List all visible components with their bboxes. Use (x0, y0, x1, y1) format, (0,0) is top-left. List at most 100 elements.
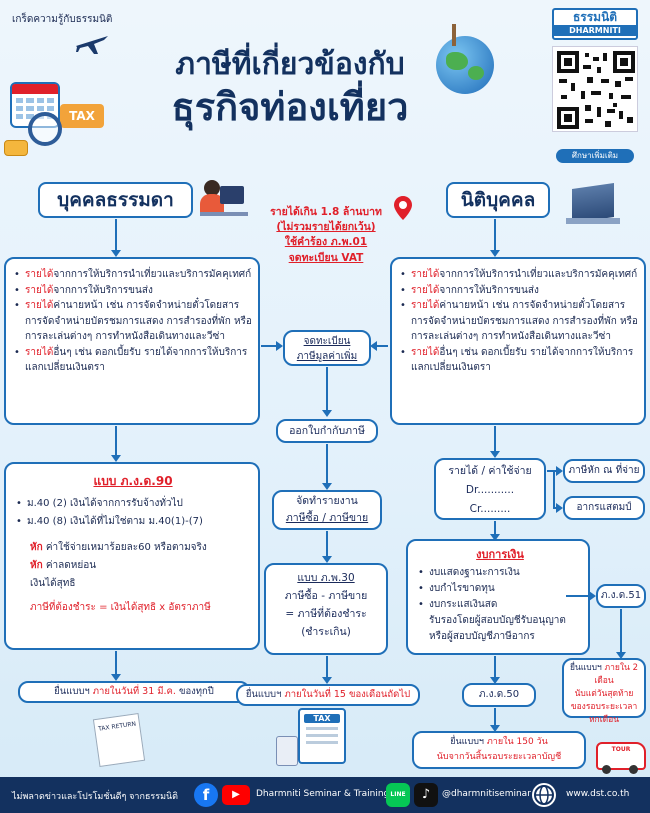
pnd50-deadline-2: นับจากวันสิ้นรอบระยะเวลาบัญชี (436, 752, 562, 762)
income-item: รายได้อื่นๆ เช่น ดอกเบี้ยรับ รายได้จากกา… (14, 345, 252, 376)
pnd50-deadline-box: ยื่นแบบฯ ภายใน 150 วัน นับจากวันสิ้นรอบร… (412, 731, 586, 769)
left-heading: บุคคลธรรมดา (38, 182, 193, 218)
vat-report-box: จัดทำรายงาน ภาษีซื้อ / ภาษีขาย (272, 490, 382, 530)
arrow-right-4 (490, 656, 500, 684)
left-deadline-box: ยื่นแบบฯ ภายในวันที่ 31 มี.ค. ของทุกปี (18, 681, 250, 703)
arrow-pnd51-down (616, 609, 626, 659)
globe-web-icon[interactable] (532, 783, 556, 807)
line-icon[interactable]: LINE (386, 783, 410, 807)
fin-item: งบกระแสเงินสด (418, 597, 582, 613)
office-building-icon (566, 183, 620, 224)
tour-bus-label: TOUR (611, 746, 631, 753)
title-line-1: ภาษีที่เกี่ยวข้องกับ (175, 47, 405, 82)
footer-website[interactable]: www.dst.co.th (566, 789, 630, 799)
ledger-title: รายได้ / ค่าใช้จ่าย (448, 465, 532, 477)
arrow-left-2 (111, 426, 121, 462)
title-line-2: ธุรกิจท่องเที่ยว (171, 84, 409, 129)
tax-formula: ภาษีที่ต้องชำระ = เงินได้สุทธิ x อัตราภา… (30, 602, 211, 613)
pnd90-title: แบบ ภ.ง.ด.90 (93, 474, 173, 488)
qr-caption-button[interactable]: ศึกษาเพิ่มเติม (556, 149, 634, 163)
facebook-icon[interactable]: f (194, 783, 218, 807)
footer-tagline: ไม่พลาดข่าวและโปรโมชั่นดีๆ จากธรรมนิติ (12, 792, 179, 802)
logo-en: DHARMNITI (554, 25, 636, 36)
net-income-line: เงินได้สุทธิ (30, 578, 76, 589)
threshold-line-4: จดทะเบียน VAT (288, 251, 364, 264)
page-title: ภาษีที่เกี่ยวข้องกับ ธุรกิจท่องเที่ยว (130, 46, 450, 131)
fin-note-2: หรือผู้สอบบัญชีภาษีอากร (429, 631, 535, 642)
pnd51-deadline-2: ของรอบระยะเวลา (570, 702, 638, 712)
register-line-2: ภาษีมูลค่าเพิ่ม (296, 351, 358, 362)
tour-bus-icon: TOUR (596, 742, 646, 774)
threshold-line-2: (ไม่รวมรายได้ยกเว้น) (276, 221, 376, 234)
tax-document-icon: TAX (298, 708, 346, 764)
threshold-line-3: ใช้คำร้อง ภ.พ.01 (284, 236, 368, 249)
pp30-line-3: (ชำระเกิน) (301, 626, 351, 638)
stamp-duty-box: อากรแสตมป์ (563, 496, 645, 520)
fin-title: งบการเงิน (476, 548, 524, 561)
arrow-to-pnd51 (566, 591, 596, 601)
pnd90-item: ม.40 (8) เงินได้ที่ไม่ใช่ตาม ม.40(1)-(7) (16, 513, 250, 531)
globe-icon (436, 36, 494, 94)
arrow-right-5 (490, 708, 500, 732)
youtube-icon[interactable]: ▶ (222, 785, 250, 805)
pnd51-deadline-box: ยื่นแบบฯ ภายใน 2 เดือน นับแต่วันสุดท้าย … (562, 658, 646, 725)
arrow-right-1 (490, 219, 500, 257)
arrow-right-to-register (370, 341, 388, 351)
pp30-line-2: = ภาษีที่ต้องชำระ (285, 608, 367, 620)
income-item: รายได้จากการให้บริการนำเที่ยวและบริการมั… (14, 267, 252, 283)
arrow-right-3 (490, 521, 500, 541)
arrow-mid-4 (322, 656, 332, 684)
tiktok-icon[interactable]: ♪ (414, 783, 438, 807)
qr-pattern (557, 51, 635, 129)
pnd51-box: ภ.ง.ด.51 (596, 584, 646, 608)
footer-channel[interactable]: Dharmniti Seminar & Training (256, 789, 390, 799)
right-heading: นิติบุคคล (446, 182, 550, 218)
income-item: รายได้อื่นๆ เช่น ดอกเบี้ยรับ รายได้จากกา… (400, 345, 638, 376)
fin-item: งบแสดงฐานะการเงิน (418, 565, 582, 581)
pnd90-item: ม.40 (2) เงินได้จากการรับจ้างทั่วไป (16, 495, 250, 513)
arrow-mid-2 (322, 444, 332, 490)
fin-items: งบแสดงฐานะการเงินงบกำไรขาดทุนงบกระแสเงิน… (418, 565, 582, 613)
pnd50-box: ภ.ง.ด.50 (462, 683, 536, 707)
fin-note-1: รับรองโดยผู้สอบบัญชีรับอนุญาต (429, 615, 566, 626)
logo-thai: ธรรมนิติ (572, 10, 618, 24)
fin-item: งบกำไรขาดทุน (418, 581, 582, 597)
tax-doc-label: TAX (304, 714, 340, 723)
tax-invoice-box: ออกใบกำกับภาษี (276, 419, 378, 443)
brand-logo: ธรรมนิติ DHARMNITI (552, 8, 638, 40)
vat-register-box: จดทะเบียน ภาษีมูลค่าเพิ่ม (283, 330, 371, 366)
qr-code[interactable] (552, 46, 638, 132)
coins-icon (4, 140, 28, 156)
pp30-line-1: ภาษีซื้อ - ภาษีขาย (284, 590, 368, 602)
pp30-title: แบบ ภ.พ.30 (297, 572, 355, 584)
financial-statements-box: งบการเงิน งบแสดงฐานะการเงินงบกำไรขาดทุนง… (406, 539, 590, 655)
magnifier-icon (28, 112, 62, 146)
register-line-1: จดทะเบียน (303, 336, 351, 347)
tax-return-doc-icon: TAX RETURN (92, 713, 146, 767)
income-item: รายได้จากการให้บริการนำเที่ยวและบริการมั… (400, 267, 638, 283)
kicker: เกร็ดความรู้กับธรรมนิติ (12, 14, 113, 25)
income-item: รายได้ค่านายหน้า เช่น การจัดจำหน่ายตั๋วโ… (400, 298, 638, 345)
right-income-list: รายได้จากการให้บริการนำเที่ยวและบริการมั… (400, 267, 638, 376)
arrow-to-stamp (553, 503, 563, 513)
wht-box: ภาษีหัก ณ ที่จ่าย (563, 459, 645, 483)
arrow-left-1 (111, 219, 121, 257)
ledger-dr: Dr........... (465, 484, 515, 496)
footer-handle[interactable]: @dharmnitiseminar (442, 789, 531, 799)
report-line-1: จัดทำรายงาน (296, 495, 358, 507)
left-income-box: รายได้จากการให้บริการนำเที่ยวและบริการมั… (4, 257, 260, 425)
landmark-icon (452, 24, 456, 46)
footer-bar: ไม่พลาดข่าวและโปรโมชั่นดีๆ จากธรรมนิติ f… (0, 777, 650, 813)
income-item: รายได้ค่านายหน้า เช่น การจัดจำหน่ายตั๋วโ… (14, 298, 252, 345)
arrow-left-to-register (261, 341, 283, 351)
income-item: รายได้จากการให้บริการขนส่ง (400, 283, 638, 299)
allowance-line: หัก ค่าลดหย่อน (30, 560, 97, 571)
ledger-cr: Cr......... (469, 503, 511, 515)
pnd51-deadline-1: นับแต่วันสุดท้าย (574, 689, 634, 699)
income-item: รายได้จากการให้บริการขนส่ง (14, 283, 252, 299)
ledger-box: รายได้ / ค่าใช้จ่าย Dr........... Cr....… (434, 458, 546, 520)
report-line-2: ภาษีซื้อ / ภาษีขาย (285, 512, 369, 524)
left-pnd90-box: แบบ ภ.ง.ด.90 ม.40 (2) เงินได้จากการรับจ้… (4, 462, 260, 650)
pp30-deadline-box: ยื่นแบบฯ ภายในวันที่ 15 ของเดือนถัดไป (236, 684, 420, 706)
vat-threshold-note: รายได้เกิน 1.8 ล้านบาท (ไม่รวมรายได้ยกเว… (262, 205, 390, 266)
